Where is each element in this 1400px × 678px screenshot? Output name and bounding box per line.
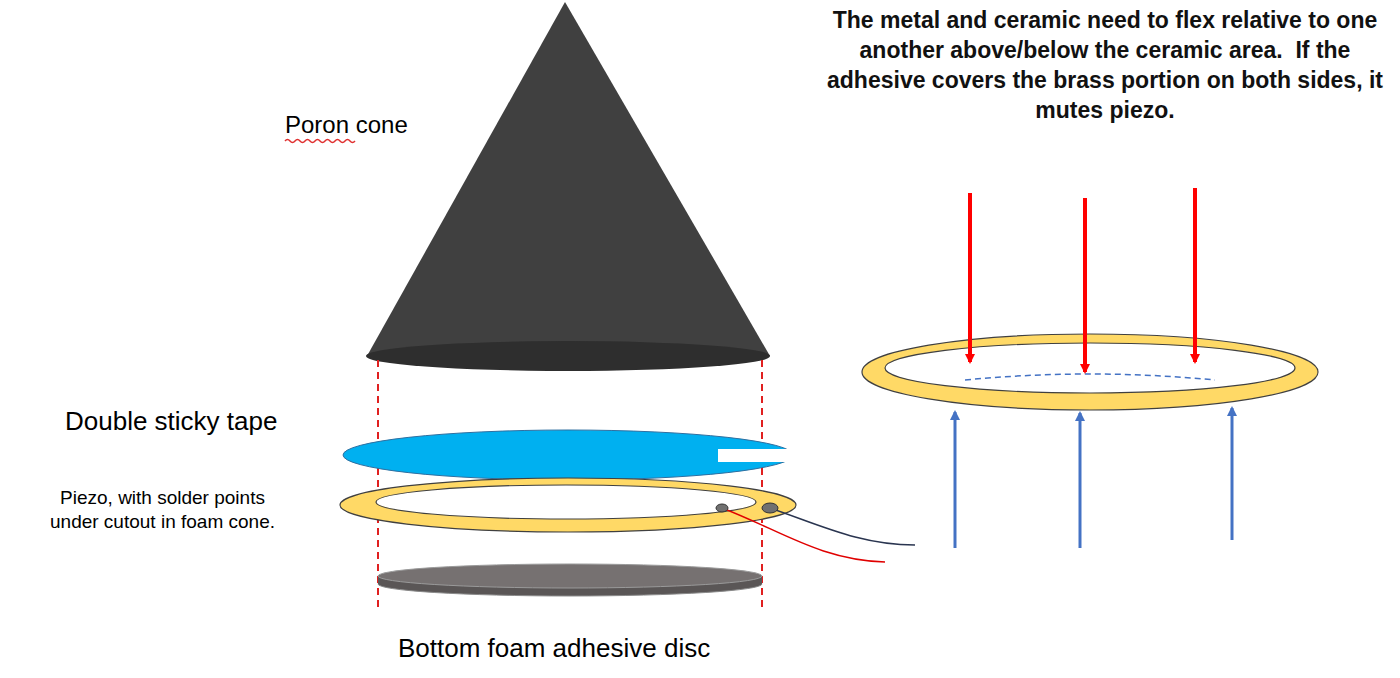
sticky-tape bbox=[343, 430, 796, 480]
flex-detail-ring bbox=[862, 334, 1318, 410]
poron-cone bbox=[366, 2, 770, 371]
spellcheck-squiggle bbox=[285, 140, 355, 143]
part-label: Bottom foam adhesive disc bbox=[398, 632, 710, 665]
force-arrows-down bbox=[970, 188, 1195, 372]
piezo-ring bbox=[340, 478, 915, 562]
part-label: Poron cone bbox=[285, 110, 408, 140]
part-label: Double sticky tape bbox=[65, 405, 277, 438]
part-label: Piezo, with solder points under cutout i… bbox=[35, 486, 290, 534]
foam-disc bbox=[378, 564, 762, 596]
note-text: The metal and ceramic need to flex relat… bbox=[822, 6, 1388, 126]
force-arrows-up bbox=[955, 408, 1232, 548]
